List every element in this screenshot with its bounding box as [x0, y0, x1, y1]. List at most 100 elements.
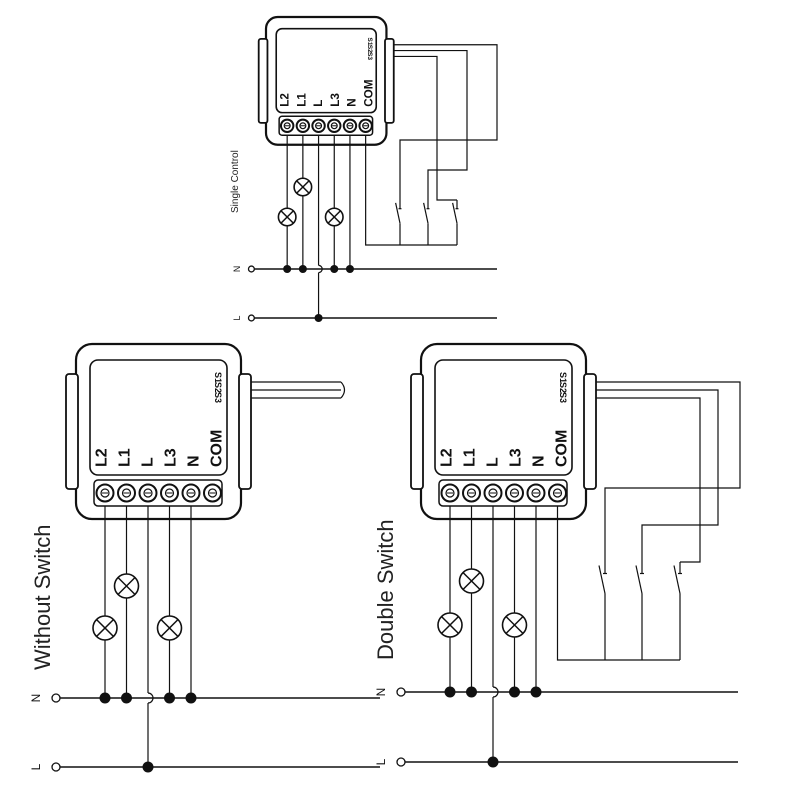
- switch-input-label-s3: S3: [558, 392, 568, 403]
- junction-dot: [283, 264, 292, 274]
- switch-input-label-s3: S3: [366, 52, 373, 60]
- terminal-label-n: N: [346, 98, 359, 106]
- switch-icon: [452, 200, 459, 232]
- junction-dot: [345, 264, 354, 274]
- junction-dot: [121, 692, 132, 704]
- junction-dot: [487, 756, 499, 768]
- wire-crossover: [492, 686, 499, 698]
- terminal-label-l1: L1: [295, 93, 308, 107]
- caption-without-switch: Without Switch: [30, 524, 55, 671]
- switch-input-label-s1: S1: [213, 372, 223, 383]
- lamp-cross: [96, 619, 114, 637]
- switch-icon: [423, 200, 430, 232]
- terminal-label-l1: L1: [117, 448, 134, 467]
- module-panel: [275, 27, 378, 114]
- terminal-label-l: L: [312, 100, 325, 107]
- module-panel: [434, 359, 573, 476]
- module-ear-right: [238, 373, 252, 490]
- junction-dot: [330, 264, 339, 274]
- switch-icon: [635, 562, 644, 605]
- terminal-label-n: N: [531, 455, 548, 467]
- lamp-icon: [501, 612, 528, 638]
- neutral-line-label: N: [29, 694, 43, 703]
- caption-double-switch: Double Switch: [373, 519, 398, 660]
- switch-lever: [598, 565, 606, 594]
- terminal-label-com: COM: [209, 430, 226, 467]
- switch-lever: [452, 202, 458, 224]
- terminal-label-l: L: [485, 457, 502, 467]
- lamp-cross: [160, 619, 179, 637]
- junction-dot: [142, 761, 154, 773]
- wire-com: [365, 135, 457, 246]
- junction-dot: [314, 313, 323, 323]
- terminal-label-l1: L1: [462, 448, 479, 467]
- module-ear-left: [65, 373, 79, 490]
- switch-lead: [596, 397, 701, 563]
- lamp-icon: [324, 207, 344, 227]
- junction-dot: [444, 686, 456, 698]
- switch-lever: [395, 202, 401, 224]
- junction-dot: [164, 692, 175, 704]
- switch-icon: [395, 200, 402, 232]
- lamp-cross: [280, 210, 294, 224]
- switch-lever: [423, 202, 429, 224]
- wire-crossover: [318, 264, 323, 274]
- module-ear-left: [257, 38, 269, 124]
- lamp-icon: [156, 615, 183, 641]
- switch-lever: [635, 565, 643, 594]
- terminal-endpoint: [247, 265, 255, 273]
- terminal-label-l2: L2: [278, 93, 291, 107]
- junction-dot: [509, 686, 520, 698]
- switch-icon: [673, 562, 682, 605]
- switch-lead: [393, 55, 457, 201]
- switch-lead-end: [340, 381, 346, 399]
- switch-lead: [393, 44, 498, 200]
- terminal-label-l3: L3: [329, 93, 342, 107]
- terminal-endpoint: [51, 762, 61, 772]
- lamp-icon: [113, 573, 140, 599]
- live-line-label: L: [232, 315, 242, 320]
- junction-dot: [530, 686, 542, 698]
- junction-dot: [466, 686, 477, 698]
- module-ear-right: [583, 373, 597, 490]
- terminal-endpoint: [51, 693, 61, 703]
- lamp-cross: [117, 577, 136, 595]
- lamp-icon: [277, 207, 297, 227]
- terminal-endpoint: [396, 757, 406, 767]
- terminal-label-l2: L2: [94, 448, 111, 467]
- lamp-cross: [296, 180, 310, 194]
- terminal-label-l3: L3: [508, 448, 525, 467]
- switch-input-label-s2: S2: [213, 382, 223, 393]
- live-line-label: L: [29, 763, 43, 770]
- terminal-label-com: COM: [554, 430, 571, 467]
- live-line-label: L: [374, 758, 388, 765]
- neutral-line-label: N: [232, 266, 242, 272]
- switch-lever: [673, 565, 681, 594]
- switch-input-label-s1: S1: [366, 37, 373, 45]
- switch-input-label-s2: S2: [366, 45, 373, 53]
- junction-dot: [99, 692, 111, 704]
- lamp-cross: [441, 616, 459, 634]
- lamp-icon: [92, 615, 118, 641]
- switch-lead: [596, 389, 719, 562]
- terminal-label-l: L: [140, 457, 157, 467]
- junction-dot: [298, 264, 307, 274]
- terminal-label-l3: L3: [163, 448, 180, 467]
- lamp-icon: [293, 177, 313, 197]
- lamp-cross: [462, 572, 481, 590]
- terminal-label-n: N: [186, 455, 203, 467]
- lamp-icon: [437, 612, 463, 638]
- neutral-line-label: N: [374, 688, 388, 697]
- lamp-icon: [458, 568, 485, 594]
- terminal-label-l2: L2: [439, 448, 456, 467]
- terminal-endpoint: [247, 314, 255, 322]
- lamp-cross: [505, 616, 524, 634]
- switch-icon: [598, 562, 607, 605]
- switch-input-label-s3: S3: [213, 392, 223, 403]
- module-ear-left: [410, 373, 424, 490]
- module-panel: [89, 359, 228, 476]
